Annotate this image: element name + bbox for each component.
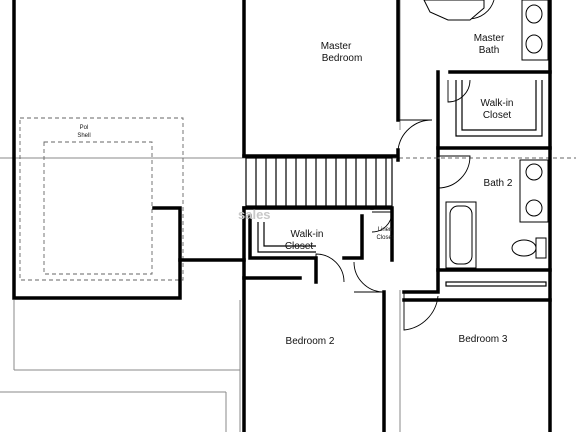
bedroom3-label: Bedroom 3 [459,334,508,345]
sink-icon [525,34,543,54]
sink-icon [525,163,543,181]
sink-icon [525,4,543,24]
master-bedroom-label-line2: Bedroom [322,53,363,64]
master-bath-label-line2: Bath [479,45,500,56]
walkin-closet-upper-label-line2: Closet [483,110,512,121]
master-bath-label-line1: Master [474,33,505,44]
pool-shell-label-line2: Shell [77,133,90,139]
staircase [245,157,393,207]
tub-icon [423,0,485,21]
linen-closet-label-line2: Closet [376,235,393,241]
pool-shell-label-line1: Pol [80,125,89,131]
closet-shelves [257,80,543,253]
walkin-closet-lower-label-line1: Walk-in [291,229,324,240]
toilet-icon [511,239,537,257]
linen-closet-label-line1: Linen [378,227,393,233]
pool-shell [19,117,184,281]
bath2-label: Bath 2 [484,178,513,189]
walkin-closet-upper-label-line1: Walk-in [481,98,514,109]
room-labels: Master Bedroom Master Bath Walk-in Close… [77,33,513,347]
sink-icon [525,199,543,217]
bedroom2-label: Bedroom 2 [286,336,335,347]
bath-fixtures [423,0,549,287]
watermark-text: sales [238,207,271,222]
master-bedroom-label-line1: Master [321,41,352,52]
walkin-closet-lower-label-line2: Closet [285,241,314,252]
